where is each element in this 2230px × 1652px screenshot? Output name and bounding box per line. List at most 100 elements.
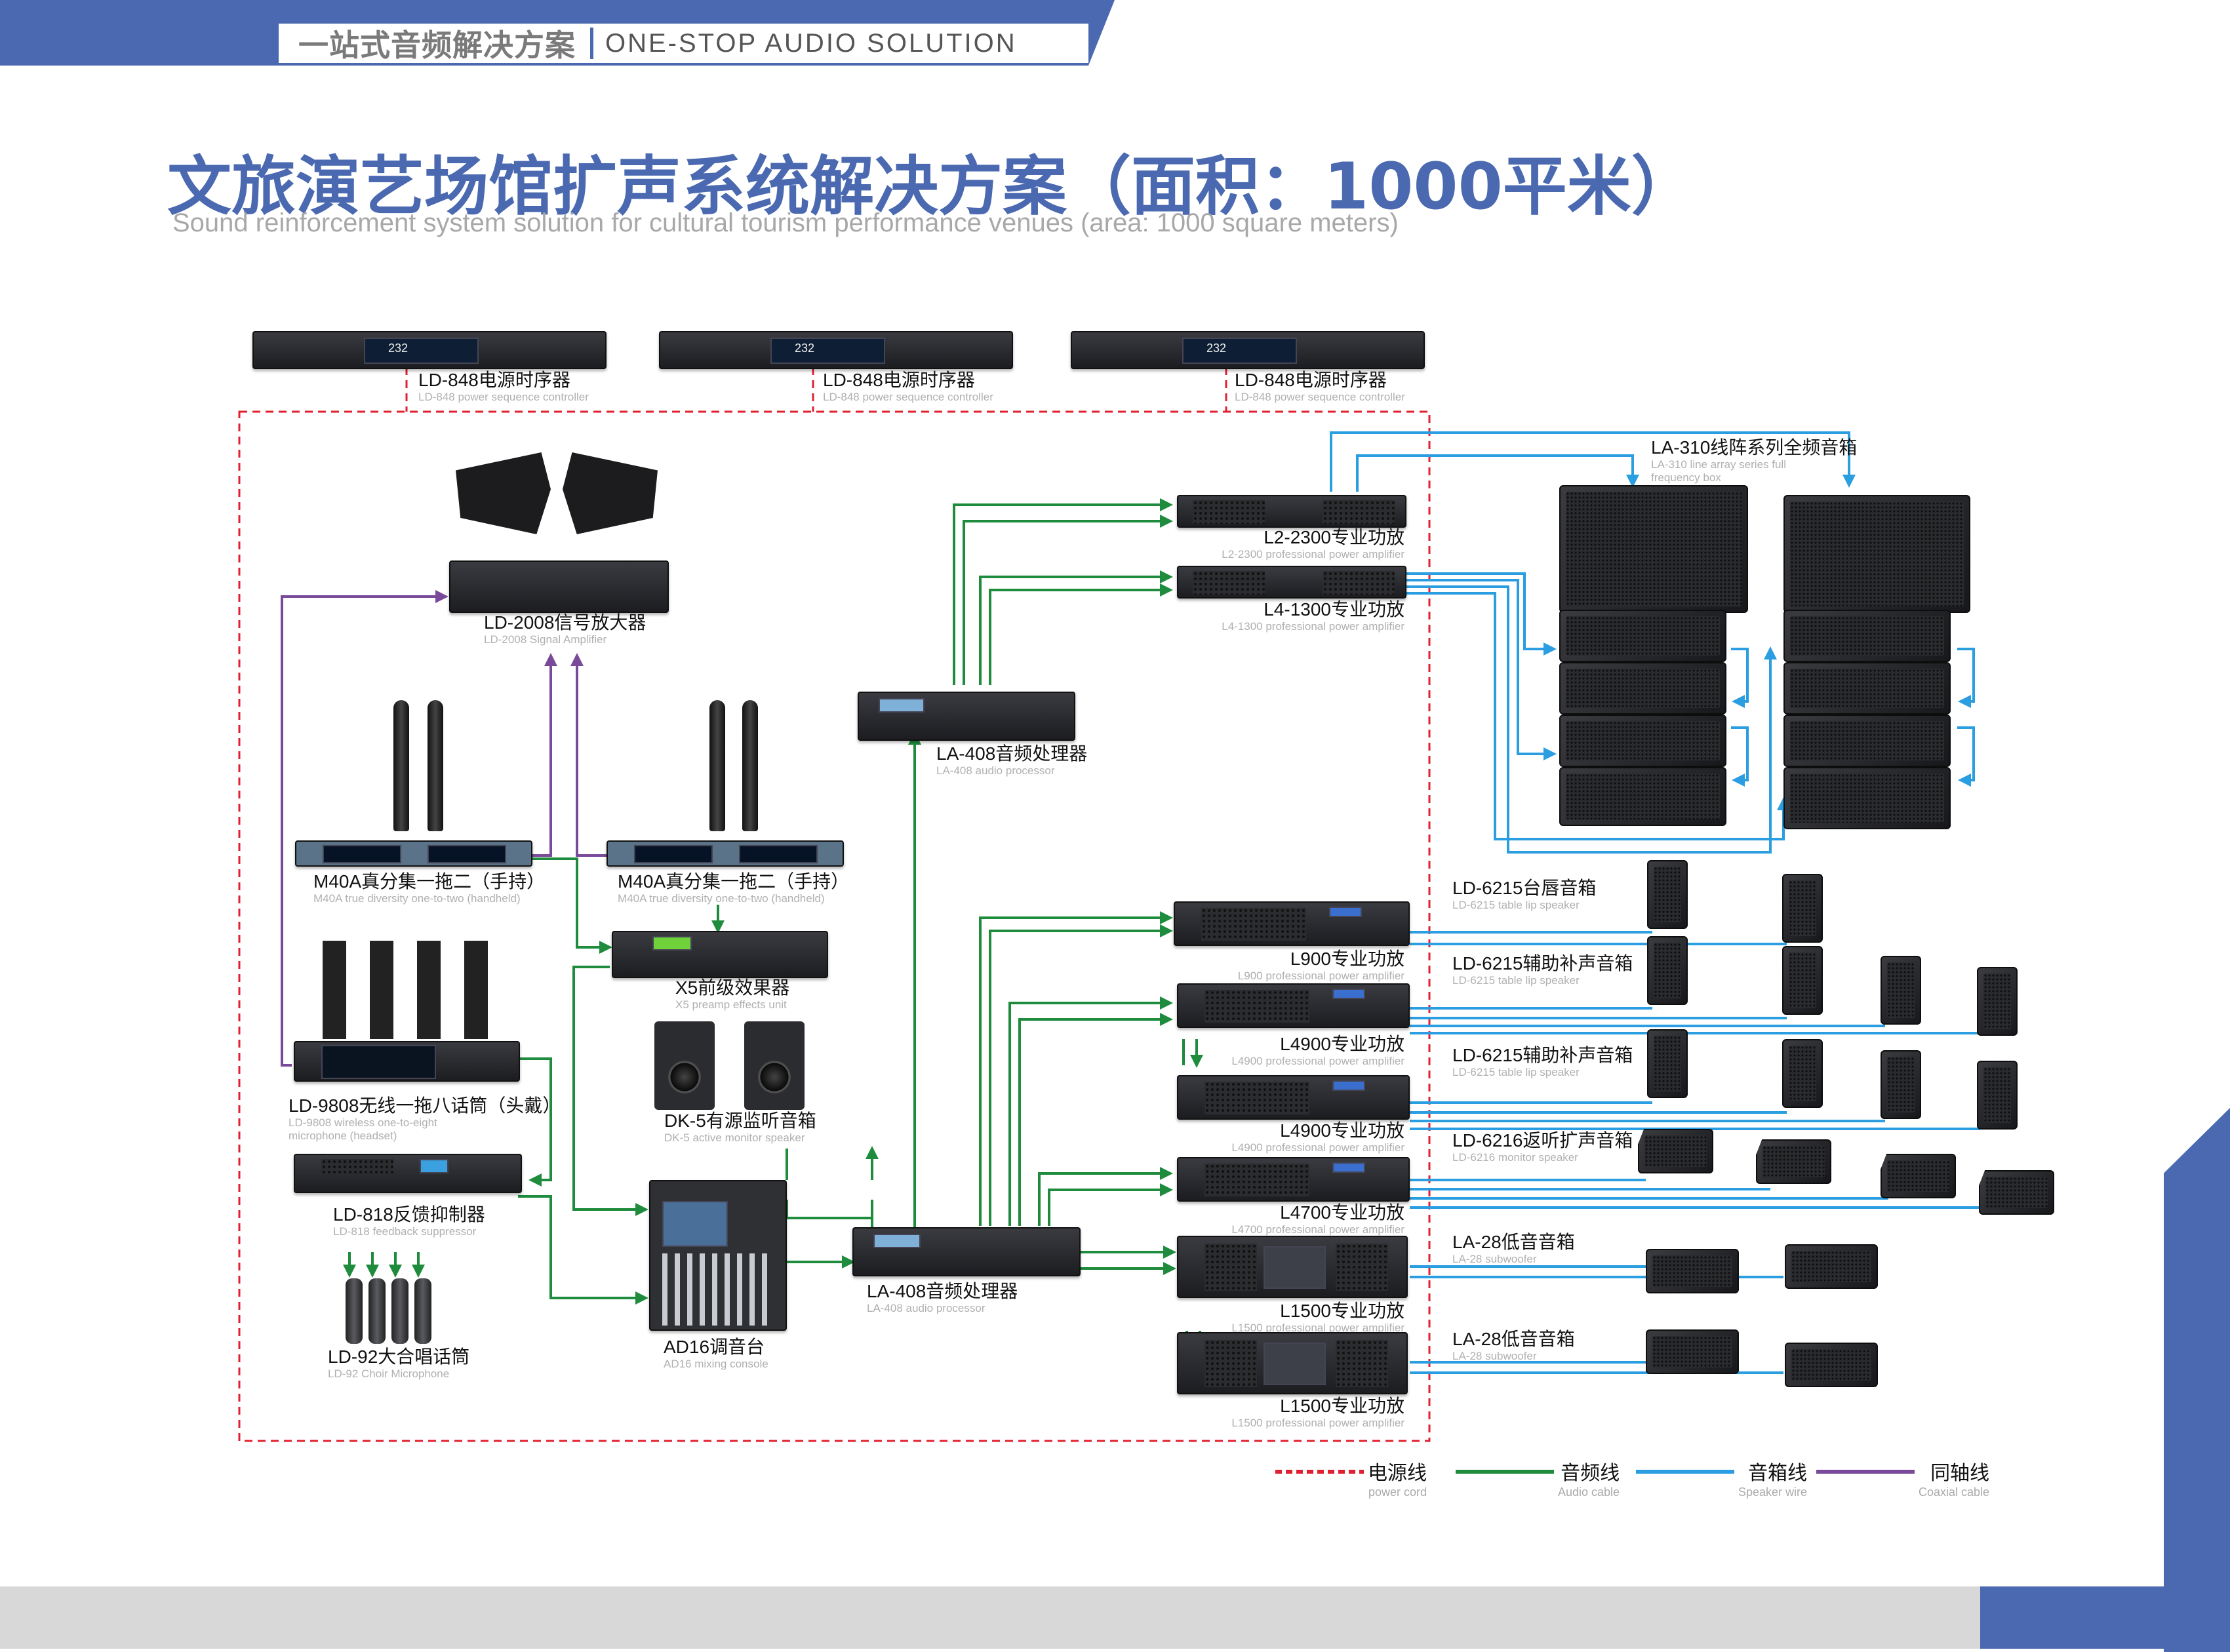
choir-mic-arrows [343, 1252, 425, 1278]
audio-wire [1008, 996, 1173, 1226]
la28-subwoofer [1646, 1249, 1739, 1293]
power-sequencer-2: 232 [659, 331, 1013, 369]
power-sequencer-1: 232 [252, 331, 607, 369]
condenser-mic-icon [391, 1278, 408, 1344]
ld6215-speaker [1977, 1061, 2018, 1130]
line-array-top-right [1783, 495, 1970, 613]
footer-bar [0, 1586, 1980, 1649]
power-cord-loop [238, 410, 1431, 1442]
condenser-mic-icon [368, 1278, 386, 1344]
coax-wire [281, 590, 448, 1067]
amp-l4900-b [1177, 1075, 1410, 1120]
coax-wire [531, 653, 557, 857]
label-ld9808: LD-9808无线一拖八话筒（头戴）LD-9808 wireless one-t… [289, 1095, 561, 1143]
speaker-wire [1731, 648, 1749, 708]
signal-amplifier [449, 560, 669, 613]
audio-wire [989, 924, 1173, 1226]
speaker-wire [1330, 431, 1856, 492]
audio-wire [963, 515, 1173, 685]
legend-swatch-power [1275, 1470, 1364, 1474]
amp-l1500-a [1177, 1236, 1408, 1298]
line-array-top-left [1559, 485, 1748, 613]
side-accent [2164, 1108, 2230, 1652]
amp-l4700 [1177, 1157, 1410, 1202]
dk5-monitor-right [744, 1021, 805, 1110]
banner-en: ONE-STOP AUDIO SOLUTION [605, 28, 1017, 58]
headset-mic-transmitters-icon [323, 941, 509, 1039]
audio-wire [953, 498, 1173, 685]
audio-wire [572, 966, 648, 1216]
ld6216-monitor-wedge [1881, 1154, 1956, 1198]
line-array-cabinet [1783, 610, 1951, 662]
audio-wire [979, 911, 1173, 1226]
audio-wire [1182, 1039, 1197, 1065]
speaker-wire [1406, 585, 1777, 854]
page-title: 文旅演艺场馆扩声系统解决方案（面积：1000平米） [167, 149, 1696, 224]
x5-effects-unit [612, 931, 828, 978]
audio-wire [979, 570, 1173, 685]
line-array-cabinet [1559, 767, 1726, 826]
ld818-feedback-suppressor [294, 1154, 522, 1193]
power-sequencer-3: 232 [1071, 331, 1425, 369]
line-array-cabinet [1783, 767, 1951, 829]
ld6215-speaker [1647, 860, 1688, 929]
la28-subwoofer [1785, 1343, 1878, 1387]
handheld-mic-icon [428, 700, 443, 831]
amp-l4900-a [1177, 983, 1410, 1028]
audio-wire [518, 1195, 648, 1305]
line-array-cabinet [1559, 715, 1726, 767]
handheld-mic-icon [742, 700, 758, 831]
dk5-monitor-left [654, 1021, 715, 1110]
audio-wire [518, 1057, 552, 1187]
line-array-cabinet [1783, 662, 1951, 715]
la408-processor-top [858, 692, 1075, 741]
la28-subwoofer [1646, 1329, 1739, 1374]
speaker-wire [1731, 726, 1749, 787]
audio-wire [1018, 1013, 1173, 1226]
ld6215-speaker [1881, 956, 1921, 1025]
amp-l2-2300 [1177, 495, 1406, 528]
legend-swatch-coax [1816, 1470, 1915, 1474]
la28-subwoofer [1785, 1244, 1878, 1289]
amp-l1500-b [1177, 1332, 1408, 1394]
legend-swatch-audio [1456, 1470, 1554, 1474]
line-array-cabinet [1559, 662, 1726, 715]
amp-l4-1300 [1177, 566, 1406, 599]
ld6215-speaker [1647, 936, 1688, 1005]
page-subtitle: Sound reinforcement system solution for … [172, 208, 1399, 237]
speaker-wire [1406, 572, 1557, 656]
voltage-display: 232 [795, 342, 815, 355]
speaker-wire [1957, 726, 1975, 787]
handheld-mic-icon [709, 700, 725, 831]
audio-wire [1048, 1183, 1173, 1226]
audio-wire [989, 583, 1173, 685]
banner-cn: 一站式音频解决方案 [298, 28, 576, 63]
ld6216-monitor-wedge [1638, 1129, 1713, 1173]
speaker-wire [1356, 454, 1639, 492]
m40a-receiver-2 [607, 840, 844, 867]
